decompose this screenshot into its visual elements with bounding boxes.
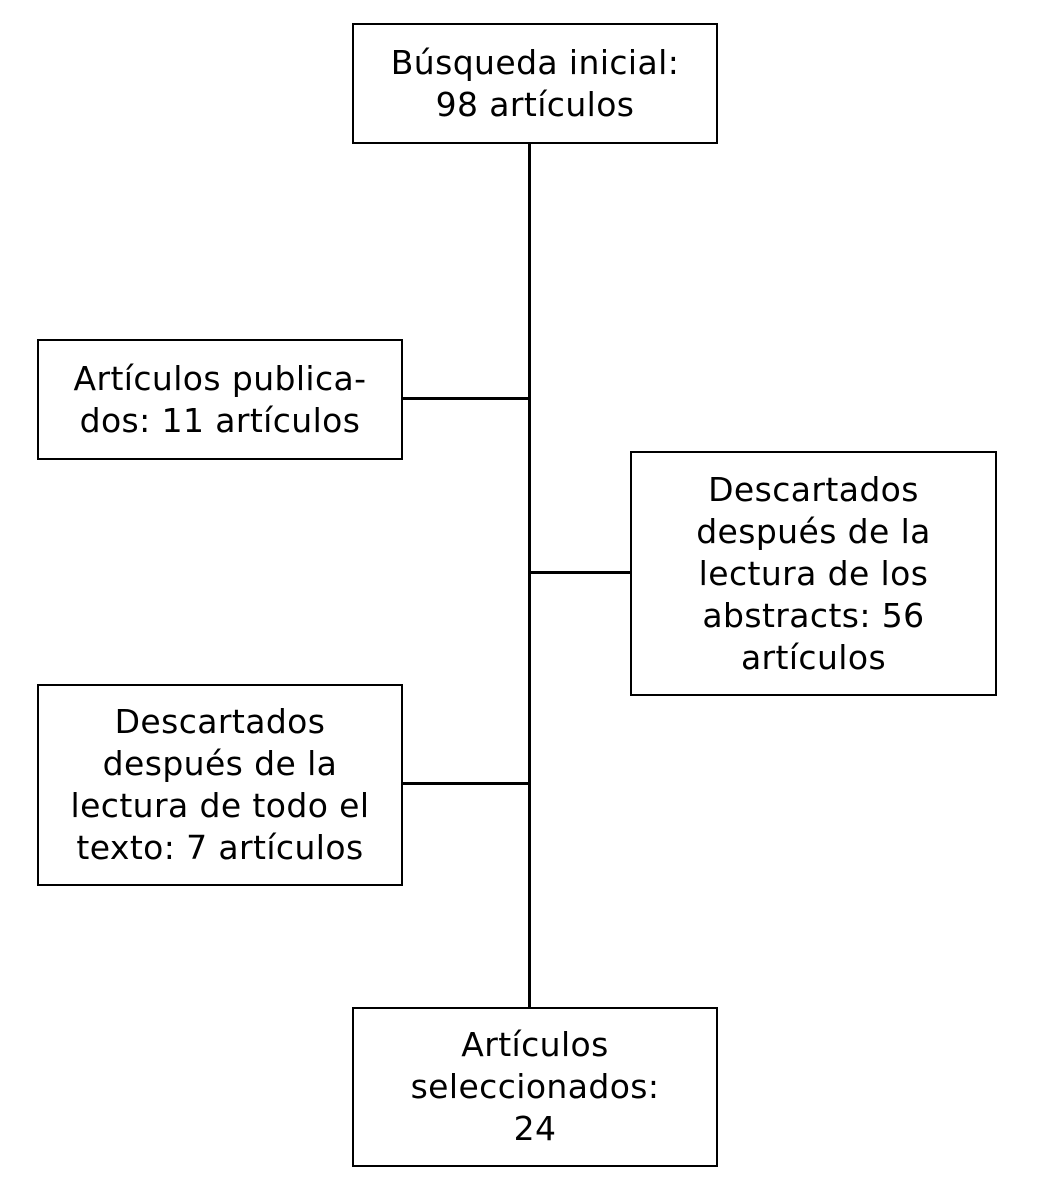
connector-spine-vertical (528, 142, 531, 1009)
connector-branch-published (400, 397, 531, 400)
connector-branch-discarded-abstracts (528, 571, 632, 574)
node-published-articles-label: Artículos publica- dos: 11 artículos (73, 358, 367, 440)
node-discarded-after-fulltext: Descartados después de la lectura de tod… (37, 684, 403, 886)
node-selected-articles-label: Artículos seleccionados: 24 (410, 1025, 660, 1148)
node-initial-search-label: Búsqueda inicial: 98 artículos (390, 42, 680, 124)
node-selected-articles: Artículos seleccionados: 24 (352, 1007, 718, 1167)
node-discarded-after-abstracts: Descartados después de la lectura de los… (630, 451, 997, 696)
connector-branch-discarded-fulltext (400, 782, 531, 785)
node-discarded-after-abstracts-label: Descartados después de la lectura de los… (696, 469, 931, 677)
node-published-articles: Artículos publica- dos: 11 artículos (37, 339, 403, 460)
node-initial-search: Búsqueda inicial: 98 artículos (352, 23, 718, 144)
node-discarded-after-fulltext-label: Descartados después de la lectura de tod… (70, 702, 370, 867)
